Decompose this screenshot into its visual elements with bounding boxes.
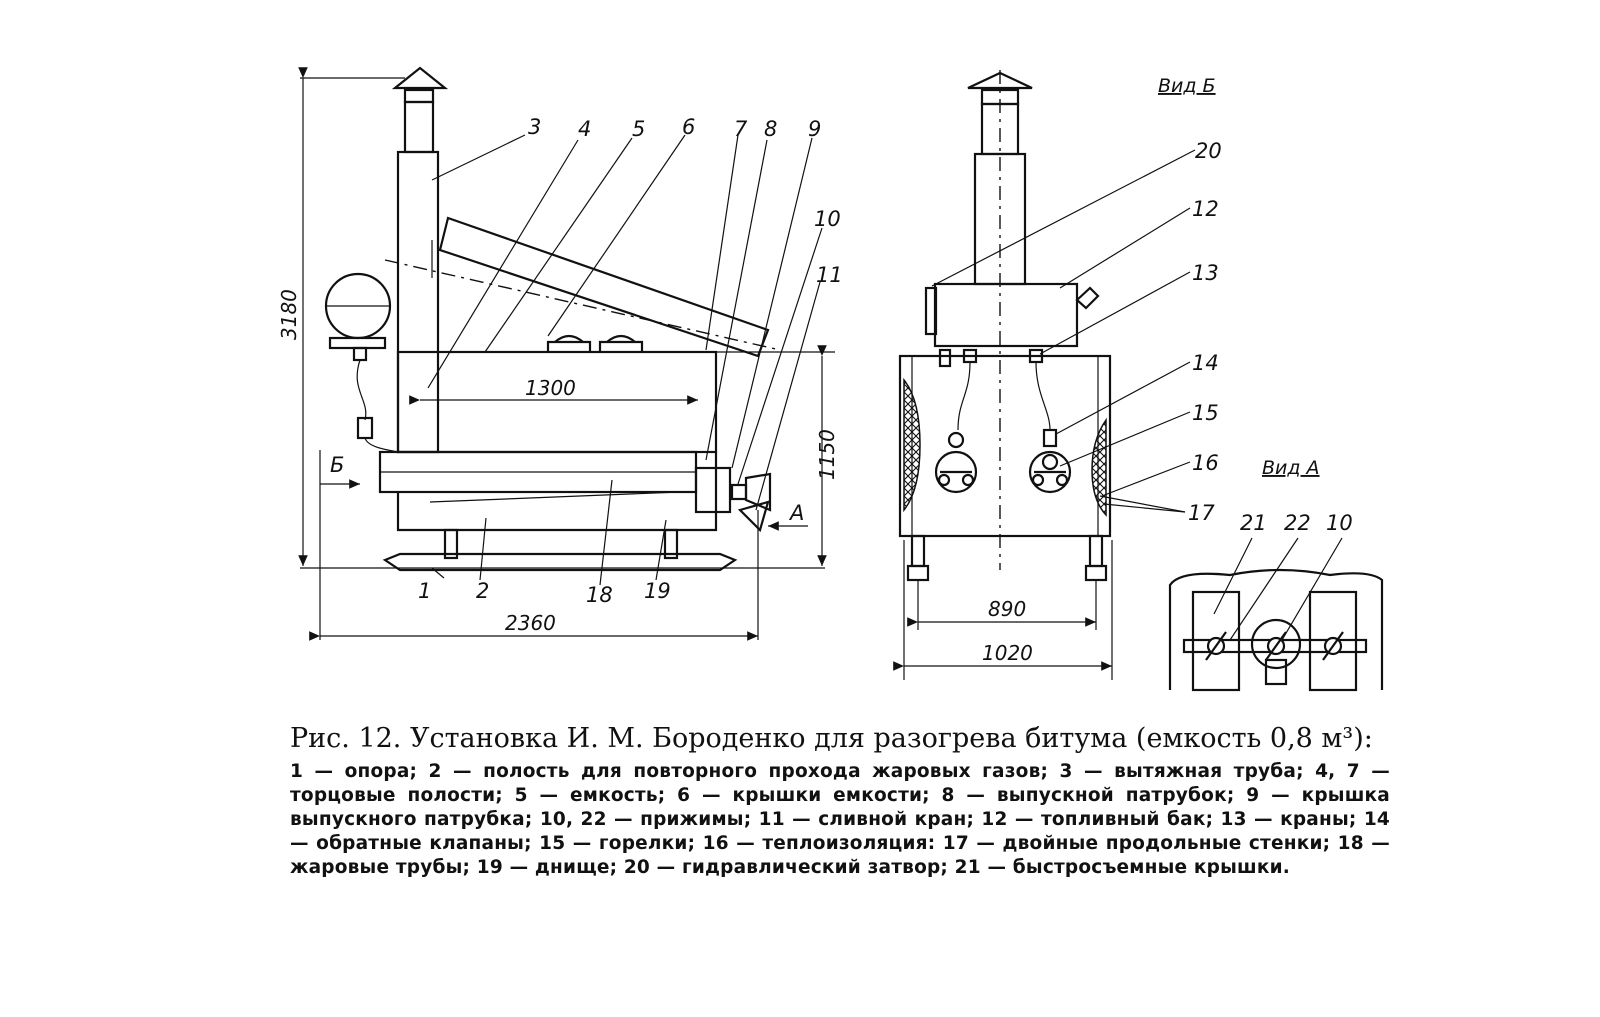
callout-12: 12 [1192,197,1219,221]
callout-5: 5 [632,117,645,141]
detail-view-a: Вид А 21 22 10 [1168,457,1384,692]
callout-1: 1 [418,579,431,603]
tank-body [396,350,718,454]
center-valve [1250,618,1302,670]
callout-8: 8 [764,117,777,141]
dim-890: 890 [988,597,1026,621]
callout-10-detail: 10 [1326,511,1353,535]
tank-lid-2 [598,340,644,352]
dimension-lines [298,67,827,641]
callout-3: 3 [528,115,541,139]
figure-caption: Рис. 12. Установка И. М. Бороденко для р… [290,722,1390,880]
callout-15: 15 [1192,401,1219,425]
callout-14: 14 [1192,351,1219,375]
caption-legend: 1 — опора; 2 — полость для повторного пр… [290,761,1390,878]
callout-20: 20 [1195,139,1222,163]
callout-13: 13 [1192,261,1219,285]
dim-1150: 1150 [815,429,839,480]
drain-valve [744,472,772,512]
exhaust-pipe [396,150,440,454]
chimney-cap [391,66,449,90]
motor-base [328,336,387,350]
technical-drawing: 3 4 5 6 7 8 9 10 11 1 2 18 19 3180 1150 … [277,66,1384,692]
view-b-label: Вид Б [1158,75,1216,97]
callout-2: 2 [476,579,489,603]
callout-6: 6 [682,115,695,139]
insulation-right [1091,417,1107,517]
chimney-neck [403,88,435,104]
callout-17: 17 [1188,501,1215,525]
burner-left [934,450,978,494]
chimney-top [403,100,435,154]
side-view: 3 4 5 6 7 8 9 10 11 1 2 18 19 3180 1150 … [277,66,843,641]
callout-19: 19 [644,579,671,603]
tank-lid-1 [546,340,592,352]
callout-18: 18 [586,583,613,607]
callout-7: 7 [734,117,748,141]
callout-11: 11 [816,263,843,287]
callout-21: 21 [1240,511,1267,535]
callout-22: 22 [1284,511,1311,535]
hydraulic-seal [924,286,938,336]
dim-1300: 1300 [525,376,576,400]
view-a-label: Вид А [1262,457,1320,479]
support-frame [382,552,738,572]
loading-chute [438,216,770,358]
callout-10: 10 [814,207,841,231]
callout-16: 16 [1192,451,1219,475]
fuel-tank [933,282,1079,348]
leader-lines [427,134,823,586]
end-cavity [694,466,732,514]
dim-3180: 3180 [277,289,301,340]
check-valve [1042,428,1058,448]
callout-9: 9 [808,117,821,141]
burner-right [1028,450,1072,494]
front-view: 20 12 13 14 15 16 17 890 1020 Вид Б [893,70,1222,680]
dim-2360: 2360 [505,611,556,635]
view-arrow-a: А [788,501,804,525]
housing [898,354,1112,538]
gas-cavity [396,452,718,532]
dim-1020: 1020 [982,641,1033,665]
caption-title: Рис. 12. Установка И. М. Бороденко для р… [290,723,1373,754]
view-arrow-b: Б [330,453,344,477]
callout-4: 4 [578,117,591,141]
